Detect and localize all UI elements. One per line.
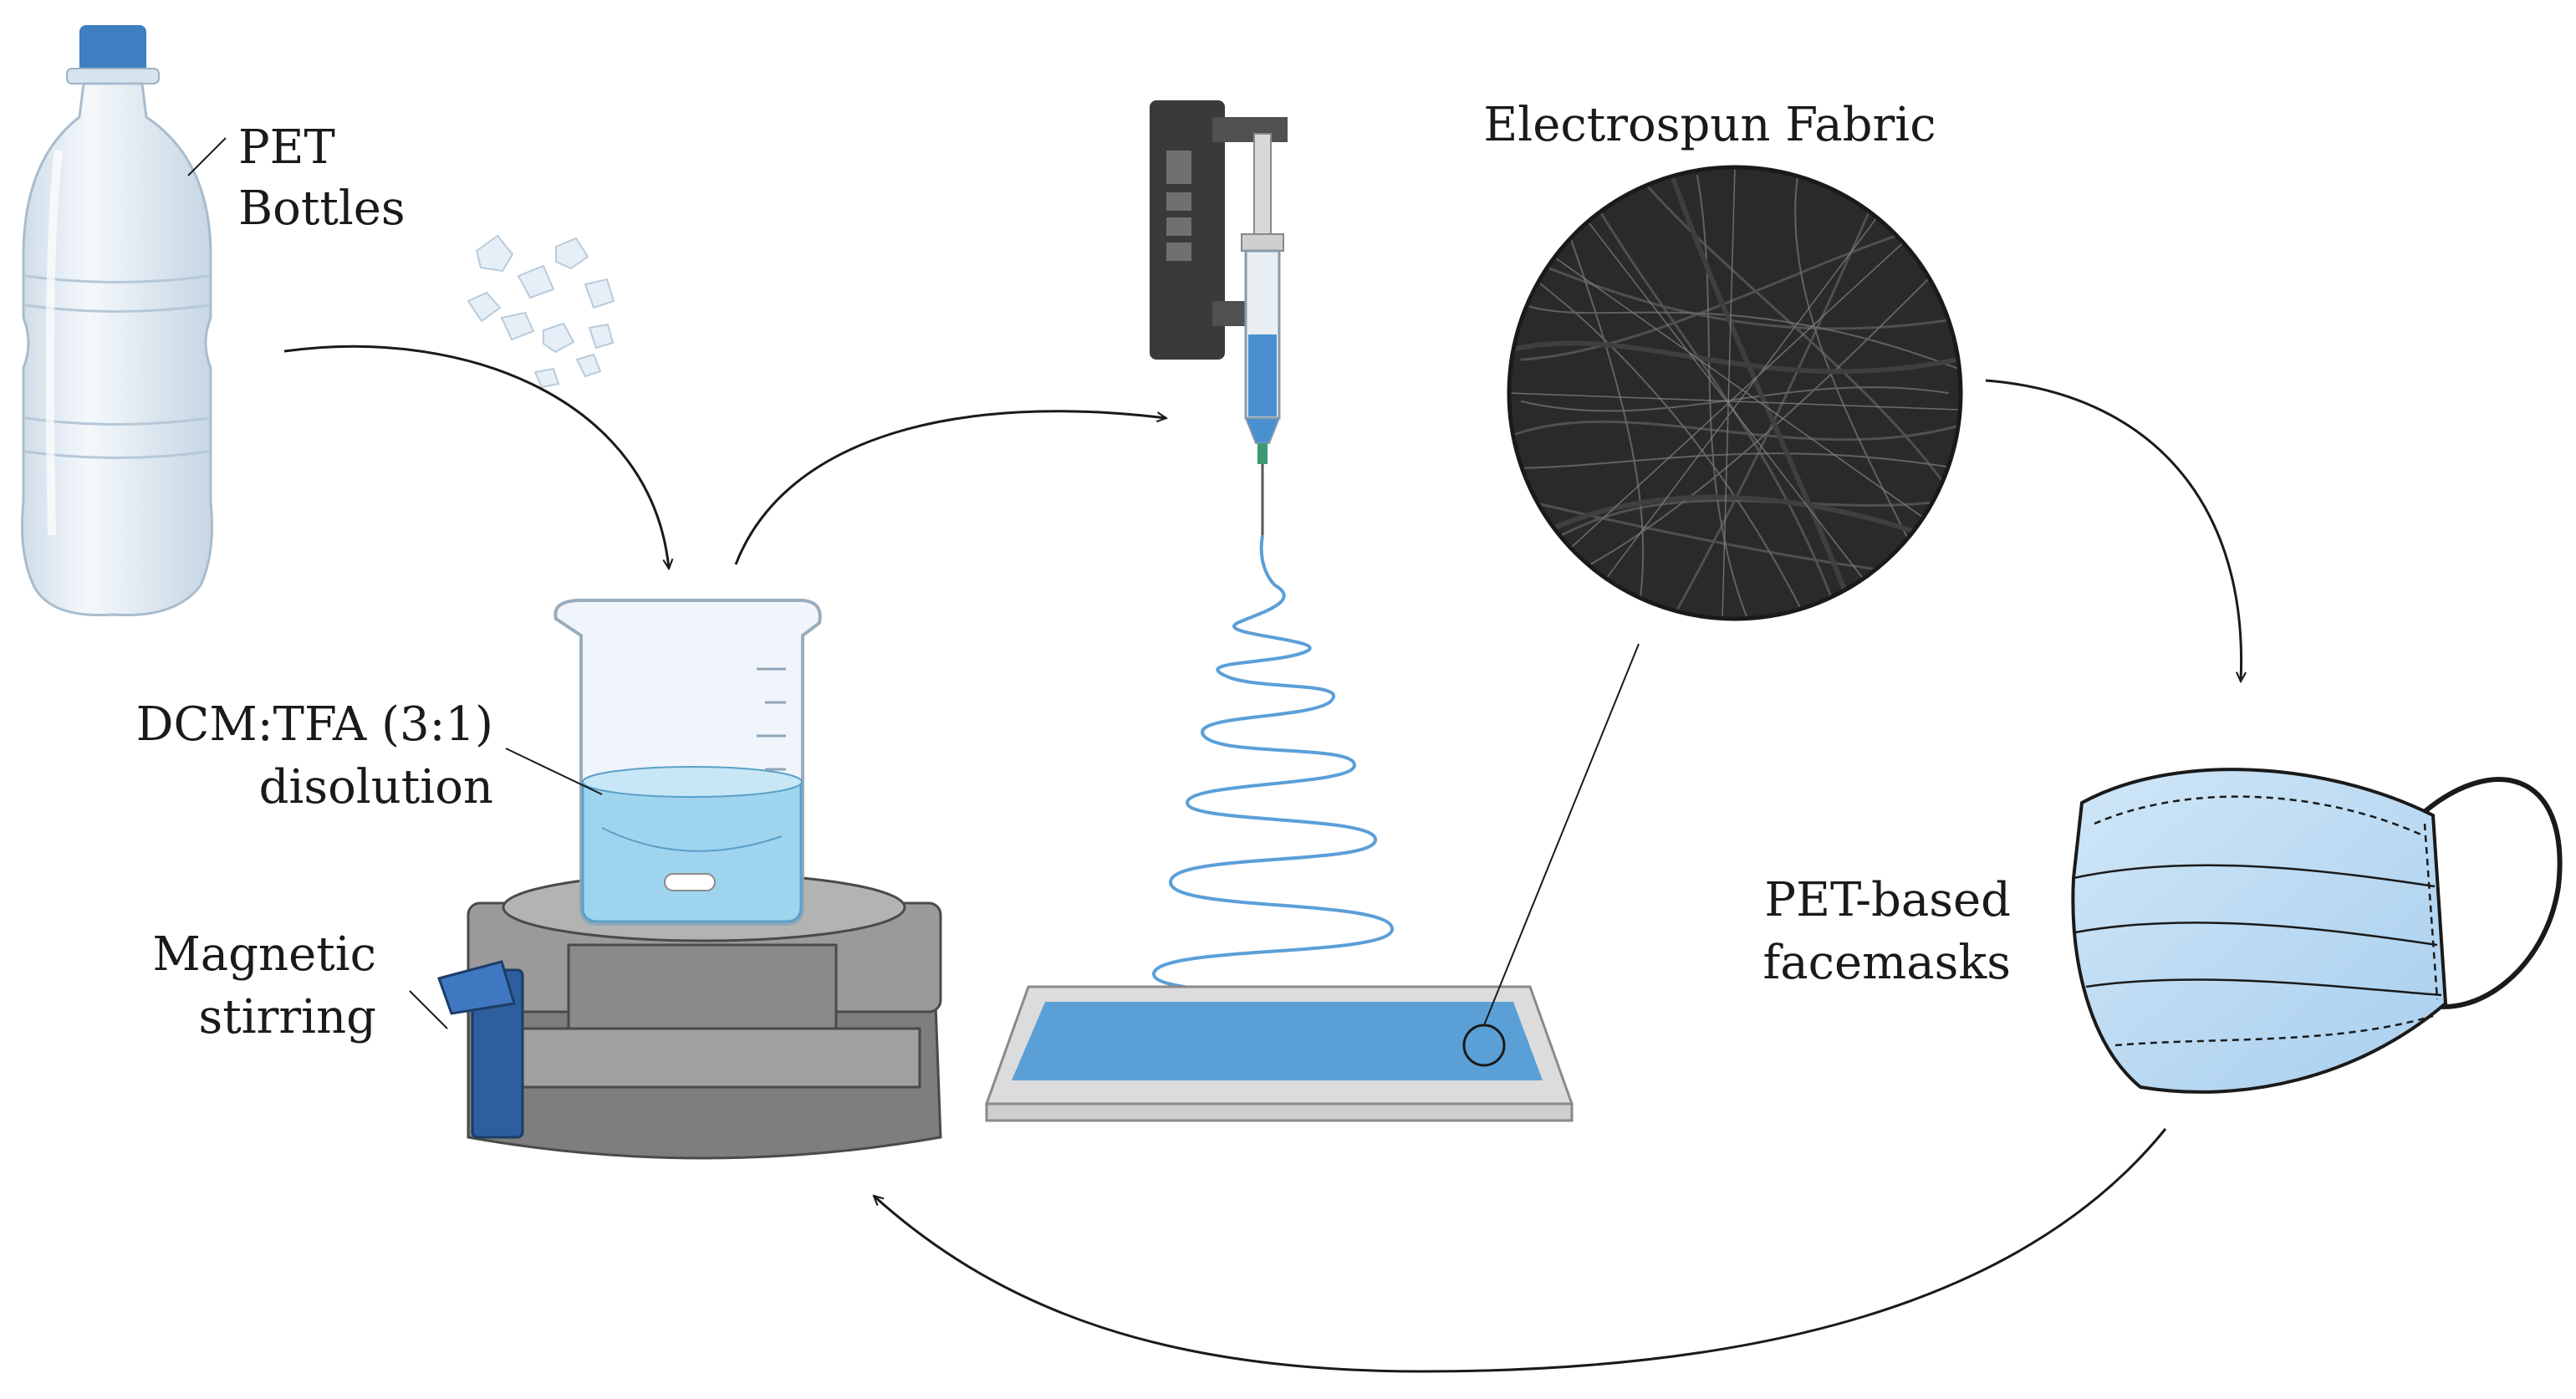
arrow-bottle-to-beaker	[283, 345, 669, 569]
solution-label-line1: DCM:TFA (3:1)	[136, 697, 493, 752]
stirring-leader-line	[409, 990, 448, 1029]
fabric-label: Electrospun Fabric	[1483, 98, 1936, 152]
stir-bar	[664, 873, 716, 891]
facemask-illustration	[2071, 768, 2563, 1094]
stirring-label-line2: stirring	[198, 990, 376, 1044]
collector-fiber-mat	[1012, 1002, 1543, 1080]
syringe-pump	[1150, 100, 1288, 535]
syringe-fluid	[1248, 334, 1277, 416]
facemask-label-line2: facemasks	[1762, 936, 2011, 990]
mask-body	[2071, 768, 2448, 1094]
pet-bottle-illustration	[21, 25, 227, 617]
bottle-cap	[79, 25, 146, 75]
beaker	[505, 599, 822, 926]
stirrer-knob	[437, 960, 524, 1139]
solution-leader-line	[505, 748, 603, 795]
pet-bottles-label-line1: PET	[238, 120, 335, 175]
solution-label-line2: disolution	[259, 760, 493, 814]
mask-ear-loop	[2419, 777, 2563, 1009]
stirring-label-line1: Magnetic	[152, 927, 376, 982]
arrow-beaker-to-syringe	[734, 410, 1166, 565]
arrow-mask-to-stirrer	[874, 1128, 2167, 1373]
electrospun-fabric-micrograph	[1507, 165, 1963, 621]
arrow-fabric-to-mask	[1985, 379, 2242, 682]
magnetic-stirrer	[409, 872, 942, 1160]
bottle-body	[21, 82, 213, 617]
facemask-label-line1: PET-based	[1764, 873, 2011, 927]
collector-plate	[984, 643, 1640, 1122]
pet-flakes	[467, 234, 615, 389]
pet-bottles-label-line2: Bottles	[238, 181, 406, 236]
bottle-leader-line	[187, 137, 227, 176]
fabric-leader-line	[1483, 643, 1640, 1026]
process-arrows	[283, 345, 2242, 1373]
